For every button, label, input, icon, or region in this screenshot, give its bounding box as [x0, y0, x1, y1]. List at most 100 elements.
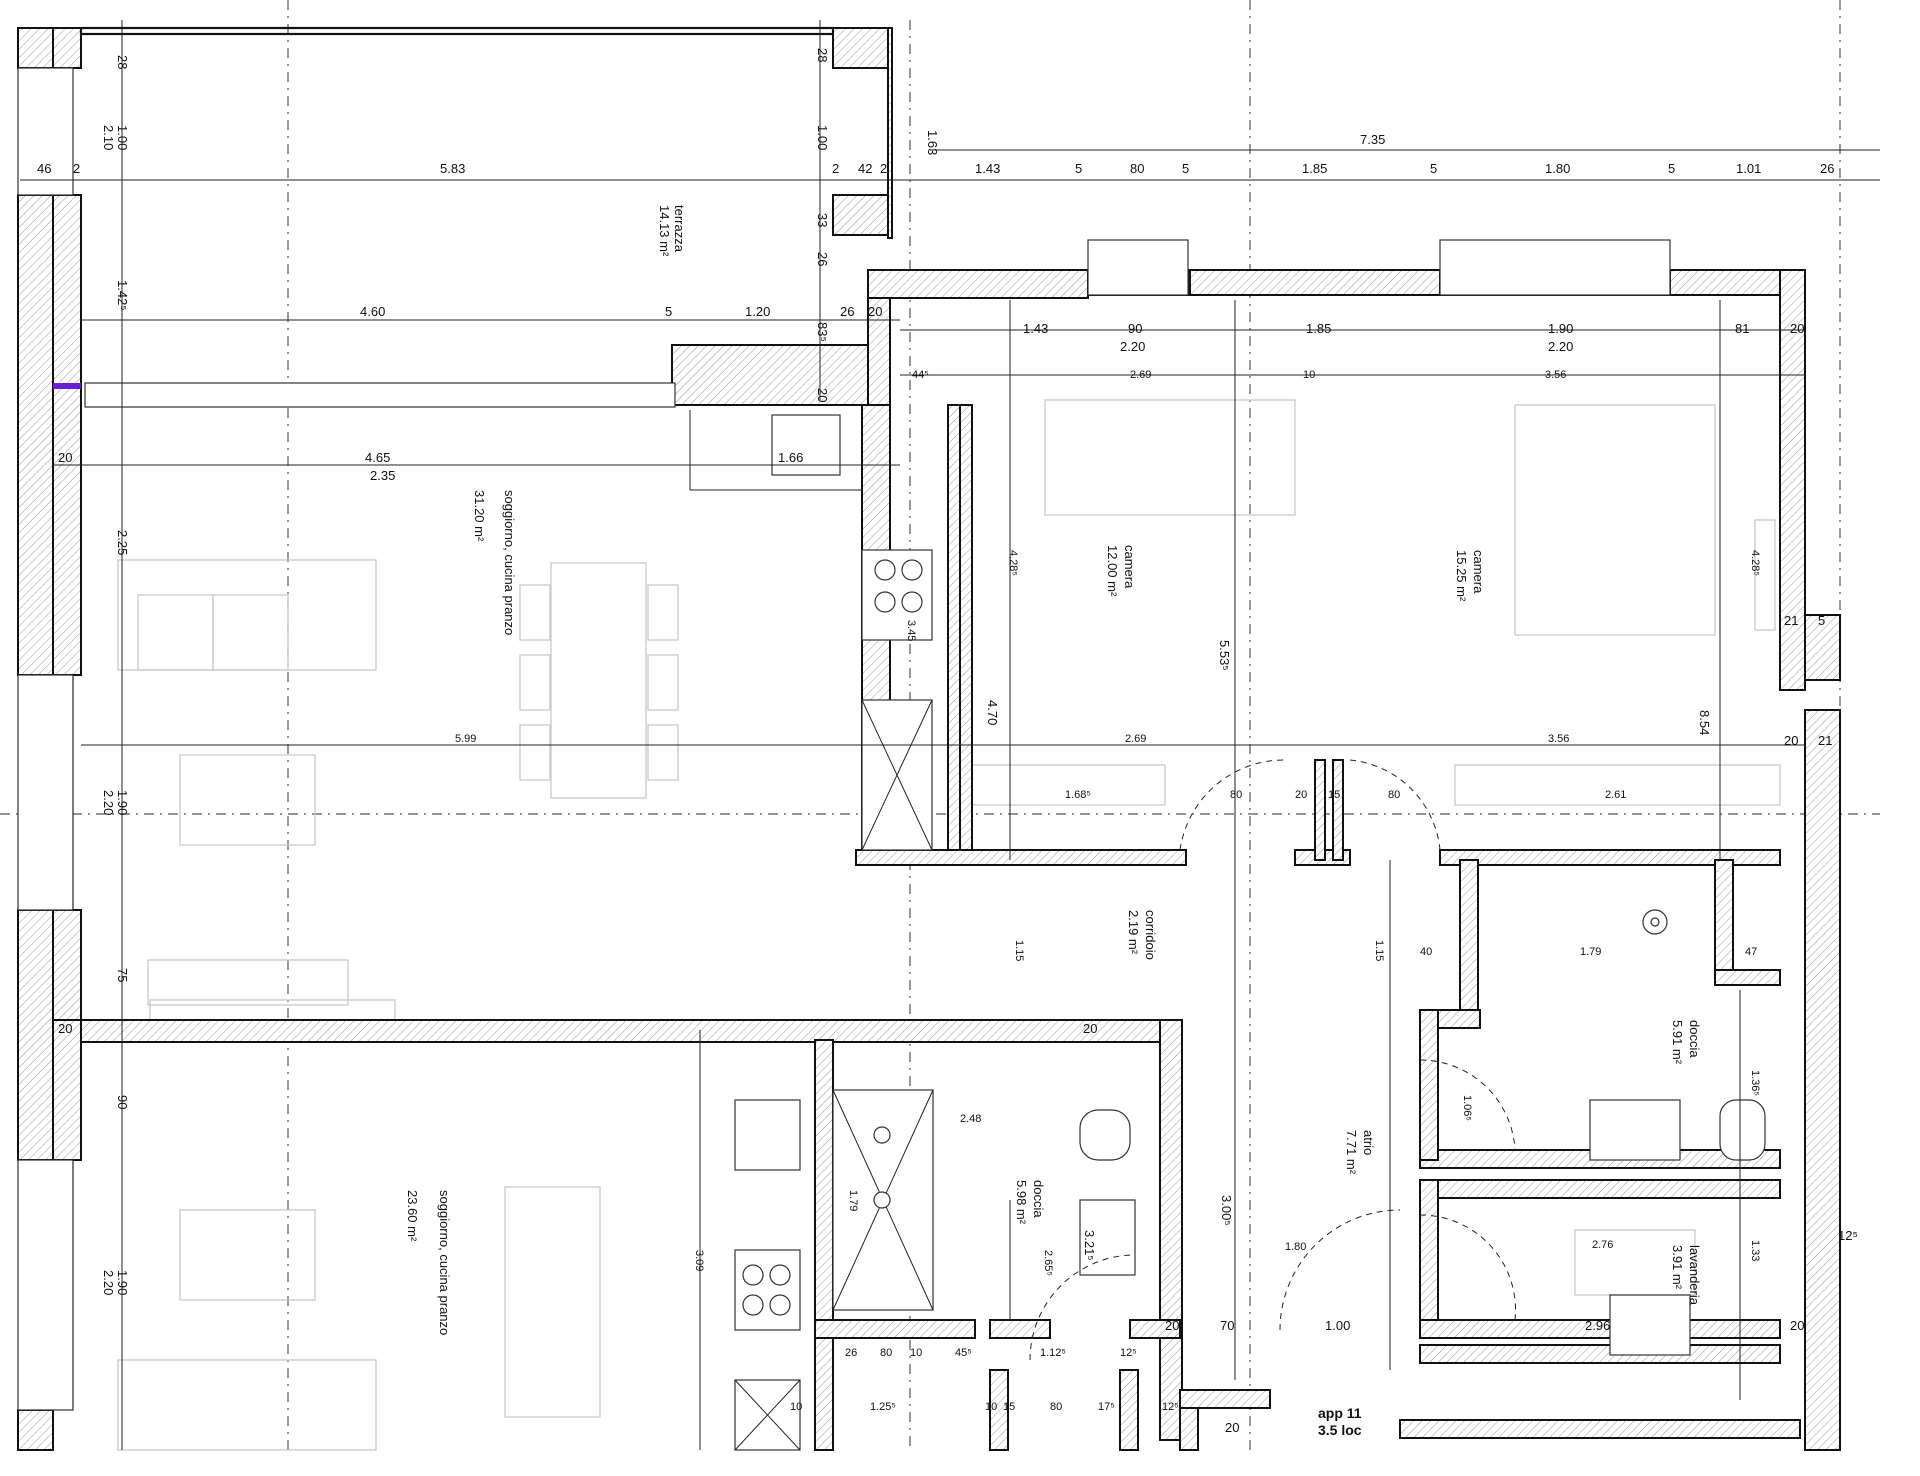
room-area: 7.71 m²	[1344, 1130, 1359, 1175]
apartment-tag: app 11 3.5 loc	[1318, 1405, 1362, 1438]
dim-label: 12⁵	[1162, 1401, 1179, 1413]
dim-label: 80	[880, 1347, 892, 1359]
fixtures	[689, 410, 1766, 1451]
dim-label: 80	[1050, 1401, 1062, 1413]
apartment-id: app 11	[1318, 1405, 1362, 1421]
dim-label: 2	[832, 161, 839, 176]
dim-label: 20	[815, 388, 830, 402]
room-name: soggiorno, cucina pranzo	[502, 490, 517, 635]
dim-label: 5	[1182, 161, 1189, 176]
dim-label: 2	[73, 161, 80, 176]
dim-label: 21	[1784, 613, 1798, 628]
dim-label: 5	[1075, 161, 1082, 176]
dim-label: 4.70	[985, 700, 1000, 725]
dimension-labels: 46 2 5.83 2 42 2 1.43 5 80 5 1.85 5 1.80…	[37, 48, 1858, 1435]
dim-label: 1.68⁵	[1065, 789, 1091, 801]
dim-label: 1.80	[1285, 1241, 1306, 1253]
room-name: atrio	[1361, 1130, 1376, 1155]
dim-label: 3.45	[905, 620, 917, 641]
dim-label: 80	[1230, 789, 1242, 801]
dim-label: 5.99	[455, 733, 476, 745]
dim-label: 1.33	[1749, 1240, 1761, 1261]
dim-label: 1.80	[1545, 161, 1570, 176]
dim-label: 2.35	[370, 468, 395, 483]
room-name: camera	[1122, 545, 1137, 589]
dim-label: 44⁵	[912, 369, 929, 381]
dim-label: 26	[845, 1347, 857, 1359]
dim-label: 5	[1430, 161, 1437, 176]
dim-label: 2.20	[1548, 339, 1573, 354]
dim-label: 75	[115, 968, 130, 982]
dim-label: 1.00	[1325, 1318, 1350, 1333]
apartment-type: 3.5 loc	[1318, 1422, 1362, 1438]
dim-label: 1.85	[1306, 321, 1331, 336]
dim-label: 81	[1735, 321, 1749, 336]
dimension-lines	[20, 20, 1880, 1450]
dim-label: 8.54	[1697, 710, 1712, 735]
dim-label: 15	[1003, 1401, 1015, 1413]
room-area: 3.91 m²	[1670, 1245, 1685, 1290]
dim-label: 1.06⁵	[1461, 1095, 1473, 1121]
axis-lines	[0, 0, 1880, 1450]
dim-label: 1.20	[745, 304, 770, 319]
dim-label: 20	[58, 450, 72, 465]
dim-label: 47	[1745, 946, 1757, 958]
dim-label: 1.85	[1302, 161, 1327, 176]
dim-label: 28	[815, 48, 830, 62]
dim-label: 20	[1790, 321, 1804, 336]
dim-label: 2.69	[1130, 369, 1151, 381]
dim-label: 80	[1388, 789, 1400, 801]
dim-label: 21	[1818, 733, 1832, 748]
dim-label: 42	[858, 161, 872, 176]
dim-label: 12⁵	[1120, 1347, 1137, 1359]
dim-label: 20	[868, 304, 882, 319]
accent-marker	[53, 383, 81, 389]
dim-label: 45⁵	[955, 1347, 972, 1359]
room-area: 2.19 m²	[1126, 910, 1141, 955]
dim-label: 20	[1790, 1318, 1804, 1333]
room-area: 12.00 m²	[1105, 545, 1120, 597]
room-name: doccia	[1031, 1180, 1046, 1218]
dim-label: 90	[1128, 321, 1142, 336]
dim-label: 1.42⁵	[115, 280, 130, 311]
room-name: corridoio	[1143, 910, 1158, 960]
dim-label: 2.20	[101, 790, 116, 815]
dim-label: 7.35	[1360, 132, 1385, 147]
dim-label: 5	[665, 304, 672, 319]
dim-label: 2.25	[115, 530, 130, 555]
ghost-furniture	[117, 399, 1781, 1451]
room-area: 5.91 m²	[1670, 1020, 1685, 1065]
dim-label: 5	[1668, 161, 1675, 176]
dim-label: 83⁵	[815, 322, 830, 342]
dim-label: 2.96	[1585, 1318, 1610, 1333]
dim-label: 10	[910, 1347, 922, 1359]
dim-label: 1.15	[1373, 940, 1385, 961]
dim-label: 1.66	[778, 450, 803, 465]
dim-label: 1.90	[115, 1270, 130, 1295]
room-area: 5.98 m²	[1014, 1180, 1029, 1225]
room-name: soggiorno, cucina pranzo	[437, 1190, 452, 1335]
dim-label: 12⁵	[1838, 1228, 1858, 1243]
dim-label: 20	[1225, 1420, 1239, 1435]
dim-label: 5.53⁵	[1217, 640, 1232, 671]
room-name: lavanderia	[1687, 1245, 1702, 1306]
dim-label: 46	[37, 161, 51, 176]
dim-label: 1.63	[925, 130, 940, 155]
dim-label: 1.00	[115, 125, 130, 150]
dim-label: 1.79	[847, 1190, 859, 1211]
dim-label: 70	[1220, 1318, 1234, 1333]
dim-label: 1.25⁵	[870, 1401, 896, 1413]
dim-label: 20	[58, 1021, 72, 1036]
dim-label: 2.20	[1120, 339, 1145, 354]
dim-label: 3.56	[1545, 369, 1566, 381]
dim-label: 10	[985, 1401, 997, 1413]
dim-label: 17⁵	[1098, 1401, 1115, 1413]
dim-label: 2.76	[1592, 1239, 1613, 1251]
room-area: 23.60 m²	[405, 1190, 420, 1242]
dim-label: 1.36⁵	[1749, 1070, 1761, 1096]
room-name: doccia	[1687, 1020, 1702, 1058]
dim-label: 2.65⁵	[1042, 1250, 1054, 1276]
dim-label: 33	[815, 213, 830, 227]
dim-label: 4.28⁵	[1007, 550, 1019, 576]
